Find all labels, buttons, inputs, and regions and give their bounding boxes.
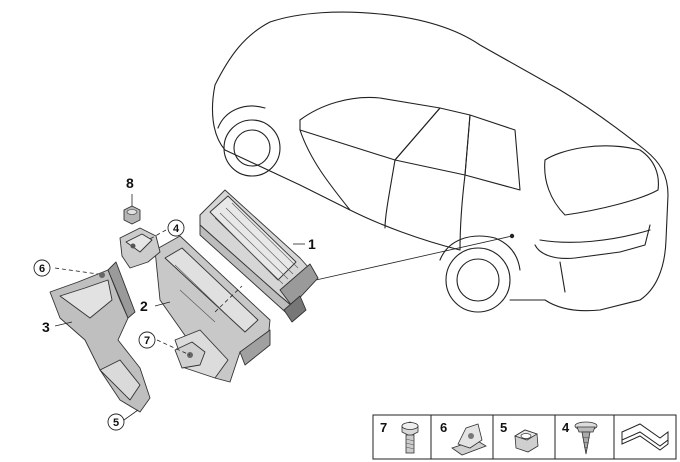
parts-legend: 7 6 5	[372, 414, 677, 460]
clip-nut-icon	[451, 423, 487, 456]
dash-6	[54, 267, 99, 275]
legend-item-6: 6	[440, 420, 487, 456]
callout-4: 4	[173, 223, 180, 235]
nut-part-8	[123, 194, 141, 225]
callout-4-circle: 4	[167, 219, 185, 237]
callout-3: 3	[42, 319, 50, 335]
callout-7-circle: 7	[138, 331, 156, 349]
mounting-point-marker	[509, 233, 515, 239]
legend-num-6: 6	[440, 420, 447, 435]
callout-5: 5	[113, 417, 119, 429]
bolt-icon	[401, 421, 419, 454]
legend-item-gasket	[621, 423, 669, 451]
legend-item-4: 4	[562, 420, 598, 455]
dash-4	[147, 229, 167, 241]
callout-2: 2	[140, 298, 148, 314]
legend-num-7: 7	[380, 420, 387, 435]
lead-3	[54, 321, 73, 327]
legend-item-7: 7	[380, 420, 419, 454]
bracket-part-2	[154, 235, 271, 383]
gasket-icon	[621, 423, 669, 451]
control-unit-part-1	[199, 189, 319, 323]
hex-nut-icon	[514, 429, 539, 453]
leader-car-to-part1	[315, 235, 513, 281]
legend-num-4: 4	[562, 420, 570, 435]
screw-icon	[574, 421, 598, 455]
callout-6-circle: 6	[33, 259, 51, 277]
legend-num-5: 5	[500, 420, 507, 435]
dash-7	[156, 339, 191, 356]
vehicle-outline	[211, 11, 669, 313]
lead-5	[123, 409, 139, 421]
legend-item-5: 5	[500, 420, 539, 453]
bracket-part-4	[119, 227, 161, 269]
dash-2-1	[214, 285, 243, 313]
callout-7: 7	[144, 335, 150, 347]
callout-5-circle: 5	[107, 413, 125, 431]
callout-8: 8	[126, 175, 134, 191]
bracket-part-3	[49, 261, 151, 413]
callout-6: 6	[39, 263, 45, 275]
lead-2	[154, 301, 171, 307]
callout-1: 1	[308, 236, 316, 252]
